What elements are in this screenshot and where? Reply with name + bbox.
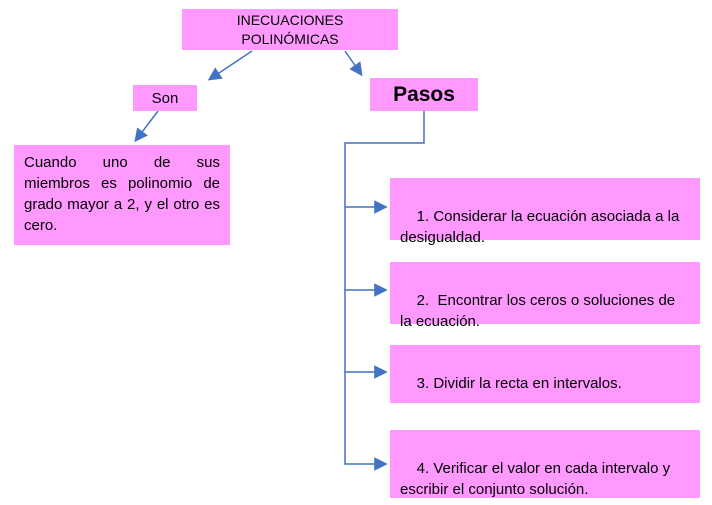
step-box-3: 3. Dividir la recta en intervalos. [390,345,700,403]
title-box: INECUACIONES POLINÓMICAS [182,9,398,50]
definition-text: Cuando uno de sus miembros es polinomio … [24,154,220,234]
pasos-box: Pasos [370,78,478,111]
definition-box: Cuando uno de sus miembros es polinomio … [14,145,230,245]
son-box: Son [133,85,197,111]
step-box-2: 2. Encontrar los ceros o soluciones de l… [390,262,700,330]
step-2-text: 2. Encontrar los ceros o soluciones de l… [400,292,680,330]
pasos-label: Pasos [393,82,455,106]
arrow-son-to-definition [134,110,159,143]
arrow-title-to-son [207,50,253,81]
step-4-text: 4. Verificar el valor en cada intervalo … [400,460,675,498]
step-1-text: 1. Considerar la ecuación asociada a la … [400,208,684,246]
step-3-text: 3. Dividir la recta en intervalos. [416,375,622,392]
step-box-4: 4. Verificar el valor en cada intervalo … [390,430,700,498]
arrow-title-to-pasos [344,50,363,77]
title-text: INECUACIONES POLINÓMICAS [236,12,344,47]
son-label: Son [151,89,179,107]
step-box-1: 1. Considerar la ecuación asociada a la … [390,178,700,246]
